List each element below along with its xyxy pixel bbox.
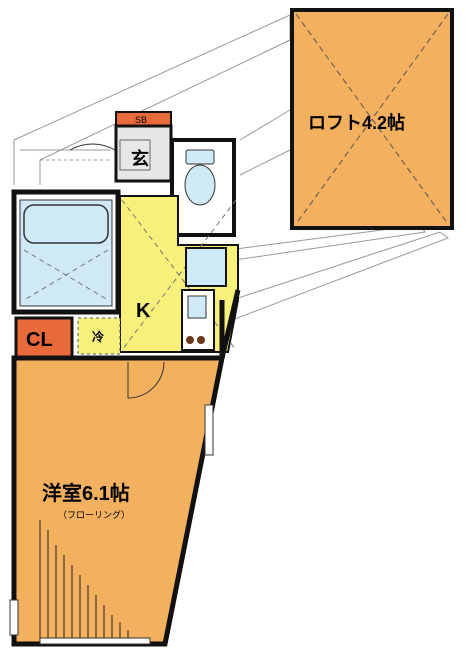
- left-window: [9, 599, 19, 636]
- closet-label: CL: [26, 329, 53, 351]
- shoebox-label: SB: [135, 115, 147, 125]
- toilet-room: [170, 138, 236, 237]
- kitchen-label: K: [136, 300, 151, 322]
- burner-2: [197, 336, 205, 344]
- bottom-window: [39, 637, 151, 645]
- western-room: [11, 355, 226, 647]
- western-room-sublabel: （フローリング）: [58, 509, 130, 520]
- fridge-label: 冷: [92, 329, 104, 344]
- kitchen-wall-right: [219, 289, 241, 359]
- stove-panel: [187, 295, 207, 319]
- fridge-space: [77, 317, 121, 355]
- entrance-step: [119, 139, 151, 171]
- entry-door: [69, 143, 116, 151]
- bathroom: [11, 189, 121, 315]
- entrance-area: [114, 124, 173, 183]
- burner-1: [186, 336, 194, 344]
- side-window: [204, 404, 214, 456]
- loft-label: ロフト4.2帖: [308, 112, 405, 133]
- window-hatching: [39, 520, 129, 640]
- kitchen-diagonal-2: [121, 199, 237, 351]
- kitchen-sink: [185, 247, 227, 287]
- entrance-label: 玄: [131, 148, 149, 169]
- western-room-label: 洋室6.1帖: [42, 481, 130, 505]
- loft-room: [290, 8, 454, 230]
- room-door: [127, 361, 165, 399]
